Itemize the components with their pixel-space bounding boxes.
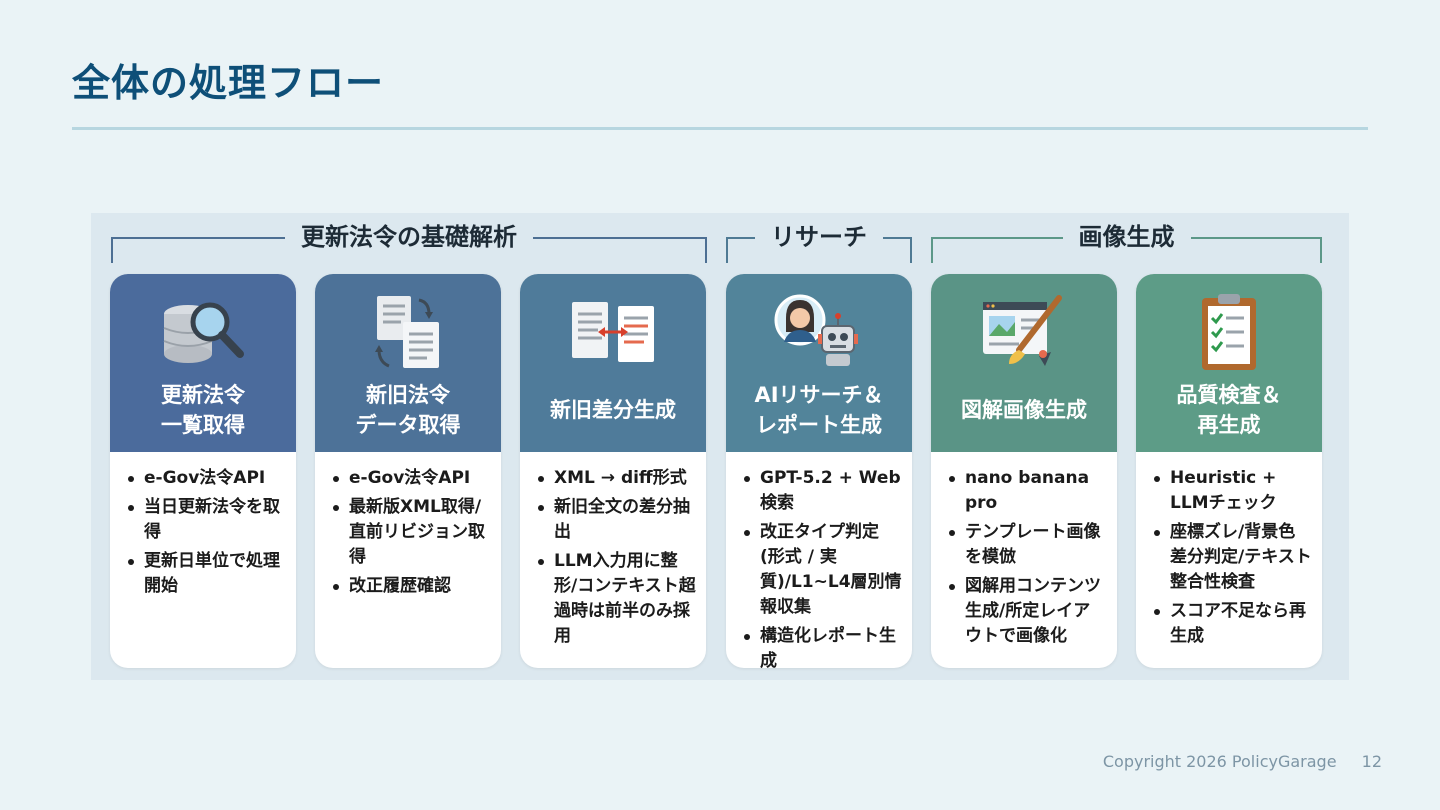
person-robot-icon xyxy=(774,292,864,372)
list-item: 改正履歴確認 xyxy=(331,574,491,599)
card-title: 更新法令 一覧取得 xyxy=(110,374,296,446)
card-body: e-Gov法令API 当日更新法令を取得 更新日単位で処理開始 xyxy=(110,452,296,599)
group-bracket-basic-analysis: 更新法令の基礎解析 xyxy=(111,237,707,263)
page-number: 12 xyxy=(1362,752,1382,771)
list-item: スコア不足なら再生成 xyxy=(1152,599,1312,649)
list-item: GPT-5.2 + Web検索 xyxy=(742,466,902,516)
list-item: 図解用コンテンツ生成/所定レイアウトで画像化 xyxy=(947,574,1107,649)
group-bracket-research: リサーチ xyxy=(726,237,912,263)
card-body: GPT-5.2 + Web検索 改正タイプ判定 (形式 / 実質)/L1~L4層… xyxy=(726,452,912,668)
card-header: 更新法令 一覧取得 xyxy=(110,274,296,452)
card-title: 新旧差分生成 xyxy=(520,374,706,446)
step-card-diff: 新旧差分生成 XML → diff形式 新旧全文の差分抽出 LLM入力用に整形/… xyxy=(520,274,706,668)
list-item: 新旧全文の差分抽出 xyxy=(536,495,696,545)
list-item: 最新版XML取得/直前リビジョン取得 xyxy=(331,495,491,570)
list-item: nano banana pro xyxy=(947,466,1107,516)
list-item: LLM入力用に整形/コンテキスト超過時は前半のみ採用 xyxy=(536,549,696,649)
group-bracket-image-generation: 画像生成 xyxy=(931,237,1322,263)
card-title: 図解画像生成 xyxy=(931,374,1117,446)
card-header: 図解画像生成 xyxy=(931,274,1117,452)
step-card-law-list: 更新法令 一覧取得 e-Gov法令API 当日更新法令を取得 更新日単位で処理開… xyxy=(110,274,296,668)
group-label: 更新法令の基礎解析 xyxy=(285,220,533,254)
list-item: XML → diff形式 xyxy=(536,466,696,491)
document-diff-icon xyxy=(568,292,658,372)
group-label: リサーチ xyxy=(755,220,883,254)
list-item: 改正タイプ判定 (形式 / 実質)/L1~L4層別情報収集 xyxy=(742,520,902,620)
card-body: Heuristic + LLMチェック 座標ズレ/背景色差分判定/テキスト整合性… xyxy=(1136,452,1322,649)
card-header: AIリサーチ＆ レポート生成 xyxy=(726,274,912,452)
card-title: 新旧法令 データ取得 xyxy=(315,374,501,446)
image-brush-icon xyxy=(979,292,1069,372)
list-item: テンプレート画像を模倣 xyxy=(947,520,1107,570)
list-item: e-Gov法令API xyxy=(331,466,491,491)
clipboard-checklist-icon xyxy=(1184,292,1274,372)
card-title: 品質検査＆ 再生成 xyxy=(1136,374,1322,446)
card-title: AIリサーチ＆ レポート生成 xyxy=(726,374,912,446)
list-item: e-Gov法令API xyxy=(126,466,286,491)
card-header: 新旧法令 データ取得 xyxy=(315,274,501,452)
footer: Copyright 2026 PolicyGarage 12 xyxy=(1103,752,1382,771)
list-item: Heuristic + LLMチェック xyxy=(1152,466,1312,516)
step-card-quality-check: 品質検査＆ 再生成 Heuristic + LLMチェック 座標ズレ/背景色差分… xyxy=(1136,274,1322,668)
card-body: XML → diff形式 新旧全文の差分抽出 LLM入力用に整形/コンテキスト超… xyxy=(520,452,706,649)
card-header: 新旧差分生成 xyxy=(520,274,706,452)
database-search-icon xyxy=(158,292,248,372)
list-item: 構造化レポート生成 xyxy=(742,624,902,668)
group-label: 画像生成 xyxy=(1063,220,1191,254)
copyright-text: Copyright 2026 PolicyGarage xyxy=(1103,752,1337,771)
step-card-research: AIリサーチ＆ レポート生成 GPT-5.2 + Web検索 改正タイプ判定 (… xyxy=(726,274,912,668)
list-item: 座標ズレ/背景色差分判定/テキスト整合性検査 xyxy=(1152,520,1312,595)
list-item: 当日更新法令を取得 xyxy=(126,495,286,545)
card-body: nano banana pro テンプレート画像を模倣 図解用コンテンツ生成/所… xyxy=(931,452,1117,649)
step-card-law-data: 新旧法令 データ取得 e-Gov法令API 最新版XML取得/直前リビジョン取得… xyxy=(315,274,501,668)
card-body: e-Gov法令API 最新版XML取得/直前リビジョン取得 改正履歴確認 xyxy=(315,452,501,599)
title-divider xyxy=(72,127,1368,130)
card-header: 品質検査＆ 再生成 xyxy=(1136,274,1322,452)
list-item: 更新日単位で処理開始 xyxy=(126,549,286,599)
page-title: 全体の処理フロー xyxy=(72,52,384,107)
documents-sync-icon xyxy=(363,292,453,372)
step-card-image-generation: 図解画像生成 nano banana pro テンプレート画像を模倣 図解用コン… xyxy=(931,274,1117,668)
